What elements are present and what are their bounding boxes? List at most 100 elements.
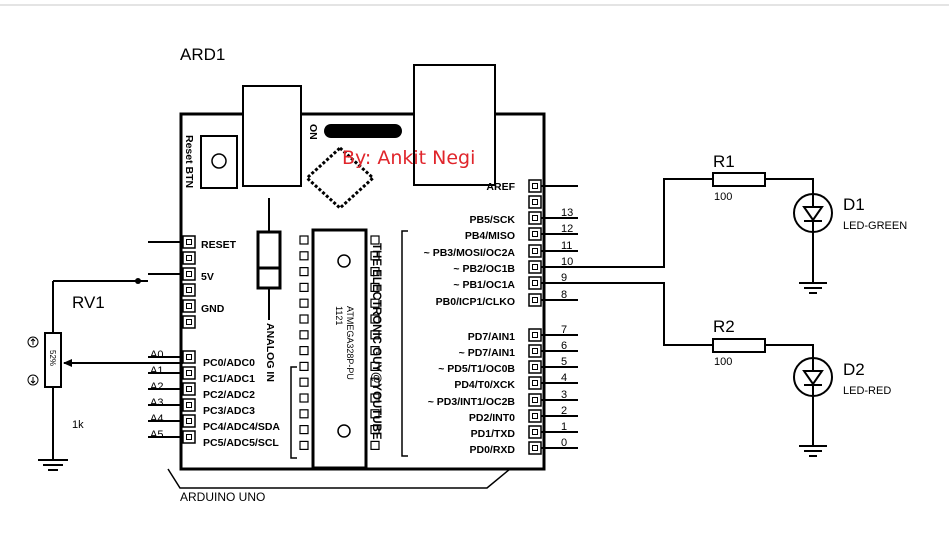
chip-name-label: ATMEGA328P-PU [345, 306, 355, 380]
analog-header-pin-socket-3 [186, 402, 192, 408]
d2-ground-icon [799, 445, 827, 457]
power-header-pin-socket-0 [186, 239, 192, 245]
pin-num-d4: 4 [561, 372, 567, 384]
chip-pin-left-10 [299, 393, 309, 403]
chip-pin-right-10 [370, 393, 380, 403]
analog-header-pin-socket-0 [186, 354, 192, 360]
d2-type-label: LED-RED [843, 385, 891, 397]
reset-button[interactable] [200, 135, 238, 189]
r1-ref-label: R1 [713, 152, 735, 171]
pin-label-5v: 5V [201, 271, 214, 283]
chip-pins-left [299, 235, 309, 450]
led-d1[interactable]: D1 LED-GREEN [793, 193, 907, 233]
digital-hi-header-pin-socket-5 [532, 264, 538, 270]
d1-type-label: LED-GREEN [843, 220, 907, 232]
wire-r1-d1 [765, 178, 814, 195]
pin-label-reset: RESET [201, 239, 237, 251]
led-d2[interactable]: D2 LED-RED [793, 357, 891, 397]
analog-header-pin-socket-5 [186, 434, 192, 440]
pin-label-a2: PC2/ADC2 [203, 389, 255, 401]
pin-num-d11: 11 [561, 240, 572, 252]
chip-pin-right-9 [370, 377, 380, 387]
d1-ref-label: D1 [843, 195, 865, 214]
pin-num-a5: A5 [150, 429, 163, 441]
pin-num-d9: 9 [561, 272, 567, 284]
power-jack [413, 64, 496, 186]
pin-num-d10: 10 [561, 256, 573, 268]
chip-pin-left-1 [299, 251, 309, 261]
r2-value-label: 100 [714, 356, 732, 368]
pin-label-d7: PD7/AIN1 [468, 331, 515, 343]
analog-header [182, 350, 196, 444]
chip-pin-left-9 [299, 377, 309, 387]
pot-percent-label: 52% [48, 350, 57, 366]
d2-ref-label: D2 [843, 360, 865, 379]
analog-header-pin-socket-2 [186, 386, 192, 392]
chip-pin-left-0 [299, 235, 309, 245]
digital-hi-header-pin-socket-6 [532, 280, 538, 286]
wire-d9-r2 [578, 282, 713, 346]
digital-hi-header-pin-socket-4 [532, 248, 538, 254]
power-header-pin-socket-3 [186, 287, 192, 293]
pin-label-d4: PD4/T0/XCK [454, 379, 515, 391]
board-ref-label: ARD1 [180, 45, 225, 64]
pot-increase-icon[interactable] [27, 336, 39, 348]
resistor-r1[interactable]: R1 100 [712, 152, 766, 203]
chip-pin-right-0 [370, 235, 380, 245]
pin-num-d13: 13 [561, 207, 573, 219]
pin-num-a4: A4 [150, 413, 163, 425]
pin-label-a5: PC5/ADC5/SCL [203, 437, 279, 449]
reset-btn-label: Reset BTN [183, 135, 195, 188]
pin-label-a4: PC4/ADC4/SDA [203, 421, 280, 433]
pin-label-d6: ~ PD7/AIN1 [459, 347, 515, 359]
chip-pin-left-8 [299, 361, 309, 371]
pot-decrease-icon[interactable] [27, 374, 39, 386]
chip-pin-right-7 [370, 346, 380, 356]
digital-hi-header-pin-socket-1 [532, 199, 538, 205]
digital-lo-header-pin-socket-5 [532, 413, 538, 419]
watermark-text: By: Ankit Negi [342, 147, 475, 169]
digital-hi-header-pin-socket-3 [532, 231, 538, 237]
pin-label-d10: ~ PB2/OC1B [453, 263, 515, 275]
on-led-bar [324, 124, 402, 138]
pin-num-d6: 6 [561, 340, 567, 352]
pin-num-d5: 5 [561, 356, 567, 368]
digital-lo-header-pin-socket-1 [532, 348, 538, 354]
wire-r2-d2 [765, 344, 814, 359]
icsp-chip-icon [304, 145, 376, 211]
chip-pin-right-11 [370, 409, 380, 419]
pin-num-d3: 3 [561, 389, 567, 401]
chip-pin-left-7 [299, 346, 309, 356]
on-label: ON [307, 124, 319, 140]
r1-value-label: 100 [714, 191, 732, 203]
chip-pin-right-2 [370, 267, 380, 277]
pin-label-d8: PB0/ICP1/CLKO [436, 296, 515, 308]
chip-pin-right-13 [370, 440, 380, 450]
digital-lo-header-pin-socket-0 [532, 332, 538, 338]
board-name-label: ARDUINO UNO [180, 490, 265, 504]
chip-pin-left-13 [299, 440, 309, 450]
digital-lo-header-pin-socket-7 [532, 445, 538, 451]
crystal [256, 198, 282, 320]
digital-lo-header-pin-socket-2 [532, 364, 538, 370]
power-header [182, 235, 196, 329]
pin-label-d13: PB5/SCK [469, 214, 515, 226]
pin-num-a1: A1 [150, 365, 163, 377]
pin-num-a0: A0 [150, 349, 163, 361]
pot-ground-icon [38, 459, 68, 471]
brand-label: THE ELECTRONIC GUY@YOUTUBE [370, 243, 382, 440]
board-bottom-notch [167, 468, 511, 489]
digital-header-hi [528, 179, 542, 307]
chip-pin-right-4 [370, 298, 380, 308]
resistor-r2[interactable]: R2 100 [712, 317, 766, 368]
digital-hi-header-pin-socket-0 [532, 183, 538, 189]
analog-header-pin-socket-1 [186, 370, 192, 376]
pin-label-a3: PC3/ADC3 [203, 405, 255, 417]
arduino-board[interactable]: ARD1 ARDUINO UNO Reset BTN ON By: Ankit … [150, 45, 573, 504]
pin-label-d9: ~ PB1/OC1A [453, 279, 515, 291]
chip-pins-right [370, 235, 380, 450]
potentiometer[interactable]: RV1 1k 52% [27, 278, 183, 471]
digital-lo-header-pin-socket-6 [532, 429, 538, 435]
pin-num-d8: 8 [561, 289, 567, 301]
